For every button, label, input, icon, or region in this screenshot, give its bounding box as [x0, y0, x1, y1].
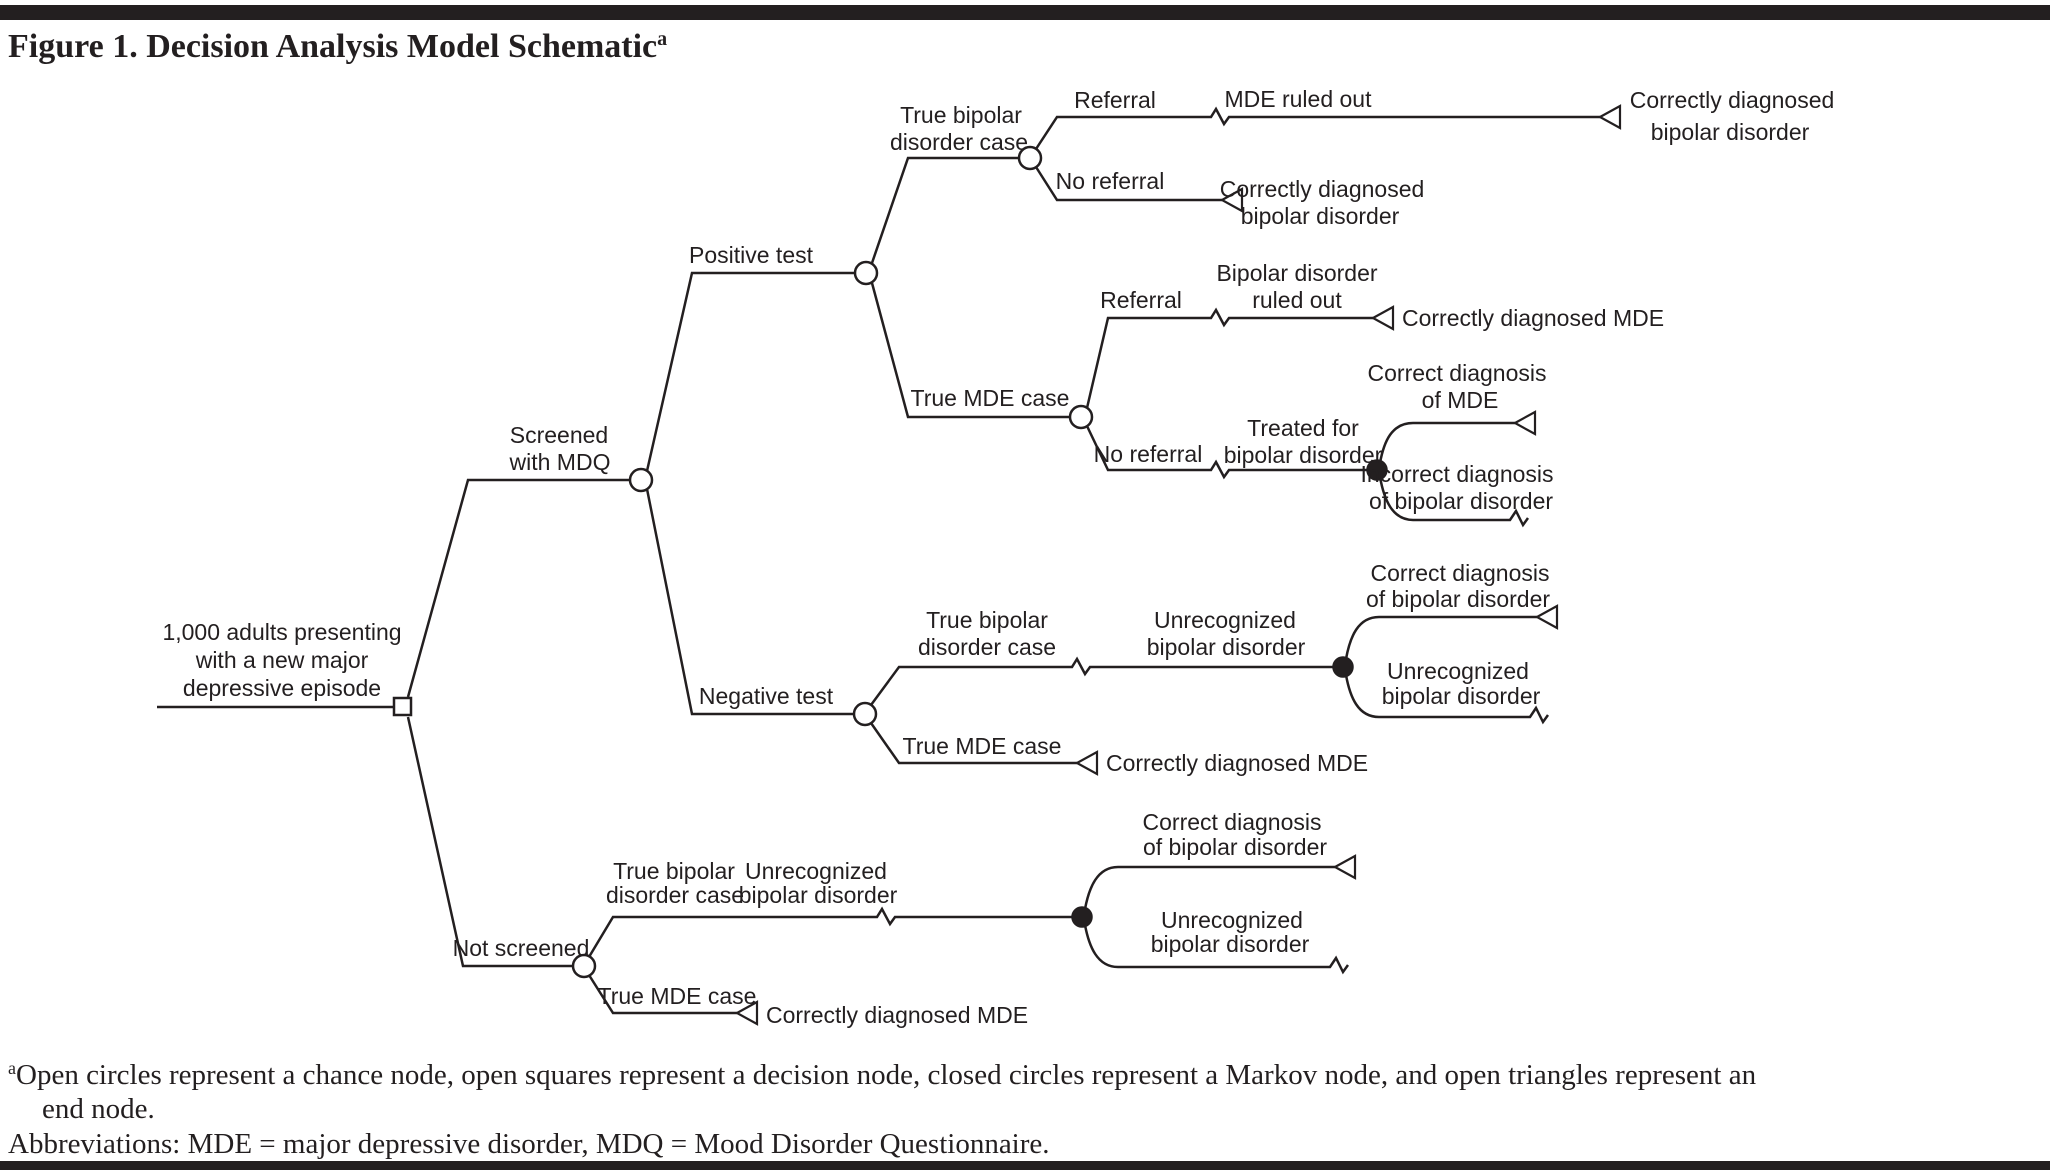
edge-negative-test — [647, 489, 855, 714]
markov-node-neg-unrecognized — [1333, 657, 1353, 677]
branch-label-screened-line2: with MDQ — [509, 449, 611, 475]
branch-label-bd-ruled-out-line2: ruled out — [1252, 287, 1342, 313]
footnote-line1-text: Open circles represent a chance node, op… — [16, 1059, 1757, 1091]
end-label-neg-mde: Correctly diagnosed MDE — [1106, 750, 1368, 776]
figure-title-text: Figure 1. Decision Analysis Model Schema… — [8, 28, 658, 65]
markov2-top-label-line2: of bipolar disorder — [1366, 586, 1550, 612]
edge-neg-true-mde — [871, 723, 1077, 763]
root-label-line1: 1,000 adults presenting — [162, 619, 401, 645]
end-node-triangle-pos-mde-referral — [1373, 307, 1393, 329]
edge-pos-true-bipolar — [872, 158, 1020, 263]
branch-label-pos-true-bipolar-line2: disorder case — [890, 129, 1028, 155]
edge-screened — [408, 480, 631, 697]
edge-markov3-bottom — [1085, 925, 1348, 972]
chance-node-positive-test — [855, 262, 877, 284]
branch-label-pos-tb-no-referral: No referral — [1056, 168, 1165, 194]
end-node-triangle-pos-tb-no-referral — [1222, 189, 1242, 211]
branch-label-ns-unrecognized-line1: Unrecognized — [745, 858, 887, 884]
chance-node-screened — [630, 469, 652, 491]
footnote-superscript: a — [8, 1058, 16, 1078]
branch-label-neg-unrecognized-line2: bipolar disorder — [1147, 634, 1306, 660]
branch-label-pos-tb-referral: Referral — [1074, 87, 1156, 113]
edge-positive-test — [647, 273, 856, 471]
markov3-top-label-line2: of bipolar disorder — [1143, 834, 1327, 860]
edge-pos-true-mde — [872, 283, 1071, 417]
branch-label-neg-unrecognized-line1: Unrecognized — [1154, 607, 1296, 633]
branch-label-pos-true-mde: True MDE case — [911, 385, 1070, 411]
edge-ns-true-mde — [589, 975, 737, 1013]
edge-markov2-bottom — [1346, 675, 1548, 722]
branch-label-ns-true-bipolar-line1: True bipolar — [613, 858, 735, 884]
branch-label-neg-true-bipolar-line1: True bipolar — [926, 607, 1048, 633]
chance-node-pos-true-bipolar — [1019, 147, 1041, 169]
branch-label-negative-test: Negative test — [699, 683, 834, 709]
markov3-bottom-label-line1: Unrecognized — [1161, 907, 1303, 933]
end-label-pos-tb-noref-line1: Correctly diagnosed — [1220, 176, 1425, 202]
branch-label-treated-for-line1: Treated for — [1247, 415, 1359, 441]
markov1-bottom-label-line2: of bipolar disorder — [1369, 488, 1553, 514]
markov3-bottom-label-line2: bipolar disorder — [1151, 931, 1310, 957]
markov1-top-label-line2: of MDE — [1422, 387, 1499, 413]
end-node-triangle-neg-true-mde — [1077, 752, 1097, 774]
branch-label-mde-ruled-out: MDE ruled out — [1224, 86, 1372, 112]
edge-not-screened — [408, 717, 573, 966]
branch-label-pos-true-bipolar-line1: True bipolar — [900, 102, 1022, 128]
edge-pos-tb-no-referral — [1036, 167, 1222, 200]
branch-label-bd-ruled-out-line1: Bipolar disorder — [1216, 260, 1377, 286]
markov3-top-label-line1: Correct diagnosis — [1143, 809, 1322, 835]
edge-pos-mde-no-referral — [1087, 426, 1368, 477]
decision-tree-svg: 1,000 adults presenting with a new major… — [0, 86, 1835, 1028]
branch-label-pos-mde-referral: Referral — [1100, 287, 1182, 313]
markov2-top-label-line1: Correct diagnosis — [1371, 560, 1550, 586]
markov1-bottom-label-line1: Incorrect diagnosis — [1360, 461, 1553, 487]
edge-markov1-top — [1380, 423, 1515, 463]
top-rule — [0, 5, 2050, 20]
branch-label-screened-line1: Screened — [510, 422, 608, 448]
figure-title: Figure 1. Decision Analysis Model Schema… — [8, 28, 667, 66]
end-label-ns-mde: Correctly diagnosed MDE — [766, 1002, 1028, 1028]
markov-node-treated-for-bipolar — [1367, 460, 1387, 480]
end-label-pos-mde-referral: Correctly diagnosed MDE — [1402, 305, 1664, 331]
figure-title-superscript: a — [657, 28, 668, 50]
markov-node-ns-unrecognized — [1072, 907, 1092, 927]
branch-label-ns-true-bipolar-line2: disorder case — [606, 882, 744, 908]
chance-node-negative-test — [854, 703, 876, 725]
edge-markov3-top — [1085, 867, 1335, 909]
edge-pos-mde-referral — [1087, 310, 1373, 408]
end-node-triangle-ns-true-mde — [737, 1002, 757, 1024]
branch-label-neg-true-mde: True MDE case — [903, 733, 1062, 759]
edge-markov2-top — [1346, 617, 1537, 659]
branch-label-not-screened: Not screened — [453, 935, 590, 961]
end-label-pos-tb-ref-line1: Correctly diagnosed — [1630, 87, 1835, 113]
bottom-rule — [0, 1161, 2050, 1170]
end-node-triangle-markov3-top — [1335, 856, 1355, 878]
branch-label-treated-for-line2: bipolar disorder — [1224, 442, 1383, 468]
markov2-bottom-label-line1: Unrecognized — [1387, 658, 1529, 684]
end-label-pos-tb-ref-line2: bipolar disorder — [1651, 119, 1810, 145]
branch-label-ns-unrecognized-line2: bipolar disorder — [739, 882, 898, 908]
decision-node-square — [394, 698, 411, 715]
footnote-line1: aOpen circles represent a chance node, o… — [8, 1058, 1756, 1092]
chance-node-not-screened — [573, 955, 595, 977]
edge-pos-tb-referral — [1036, 109, 1600, 149]
edge-markov1-bottom — [1380, 477, 1528, 525]
footnote-line2: end node. — [42, 1093, 155, 1125]
root-label-line2: with a new major — [195, 647, 369, 673]
end-node-triangle-markov1-top — [1515, 412, 1535, 434]
chance-node-pos-true-mde — [1070, 406, 1092, 428]
footnote-abbreviations: Abbreviations: MDE = major depressive di… — [8, 1128, 1050, 1160]
branch-label-ns-true-mde: True MDE case — [598, 983, 757, 1009]
end-node-triangle-markov2-top — [1537, 606, 1557, 628]
end-node-triangle-pos-tb-referral — [1600, 106, 1620, 128]
branch-label-neg-true-bipolar-line2: disorder case — [918, 634, 1056, 660]
root-label-line3: depressive episode — [183, 675, 381, 701]
edge-ns-true-bipolar — [589, 909, 1073, 957]
end-label-pos-tb-noref-line2: bipolar disorder — [1241, 203, 1400, 229]
branch-label-pos-mde-no-referral: No referral — [1094, 441, 1203, 467]
markov2-bottom-label-line2: bipolar disorder — [1382, 683, 1541, 709]
markov1-top-label-line1: Correct diagnosis — [1368, 360, 1547, 386]
edge-neg-true-bipolar — [871, 659, 1334, 705]
branch-label-positive-test: Positive test — [689, 242, 814, 268]
